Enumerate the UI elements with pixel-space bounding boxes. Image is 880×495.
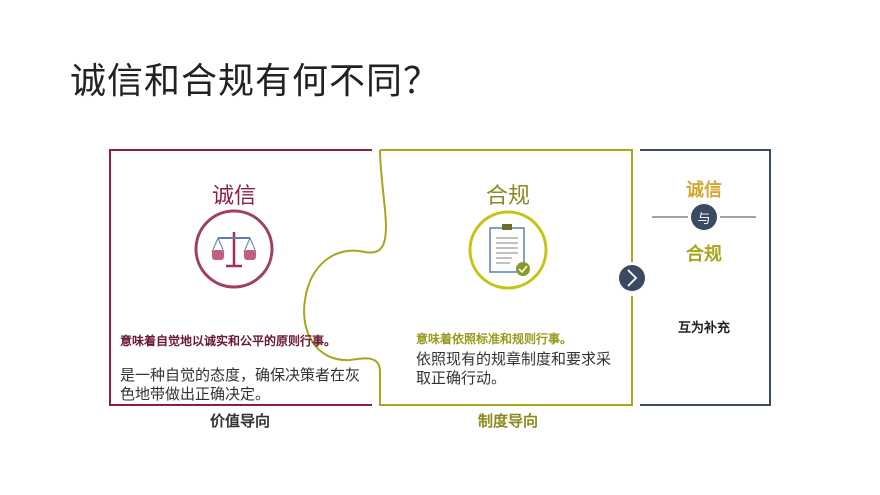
summary-connector: 与 [697, 212, 711, 227]
compliance-footer: 制度导向 [477, 412, 538, 430]
compliance-heading: 合规 [485, 184, 530, 209]
summary-text: 互为补充 [677, 321, 730, 336]
integrity-heading: 诚信 [211, 184, 256, 209]
integrity-footer: 价值导向 [209, 412, 270, 430]
compliance-desc: 依照现有的规章制度和要求采取正确行动。 [416, 350, 612, 387]
compliance-desc-bold: 意味着依照标准和规则行事。 [416, 332, 573, 346]
scales-icon [194, 209, 274, 289]
summary-border [640, 149, 771, 406]
chevron-right-icon[interactable] [619, 265, 645, 291]
slide-title: 诚信和合规有何不同？ [70, 61, 441, 102]
clipboard-check-icon [468, 210, 548, 290]
integrity-border [109, 149, 372, 406]
summary-top: 诚信 [686, 180, 722, 201]
integrity-desc-bold: 意味着自觉地以诚实和公平的原则行事。 [120, 334, 337, 348]
compliance-border [303, 149, 633, 406]
integrity-desc: 是一种自觉的态度，确保决策者在灰色地带做出正确决定。 [120, 366, 361, 403]
summary-bottom: 合规 [686, 244, 722, 265]
